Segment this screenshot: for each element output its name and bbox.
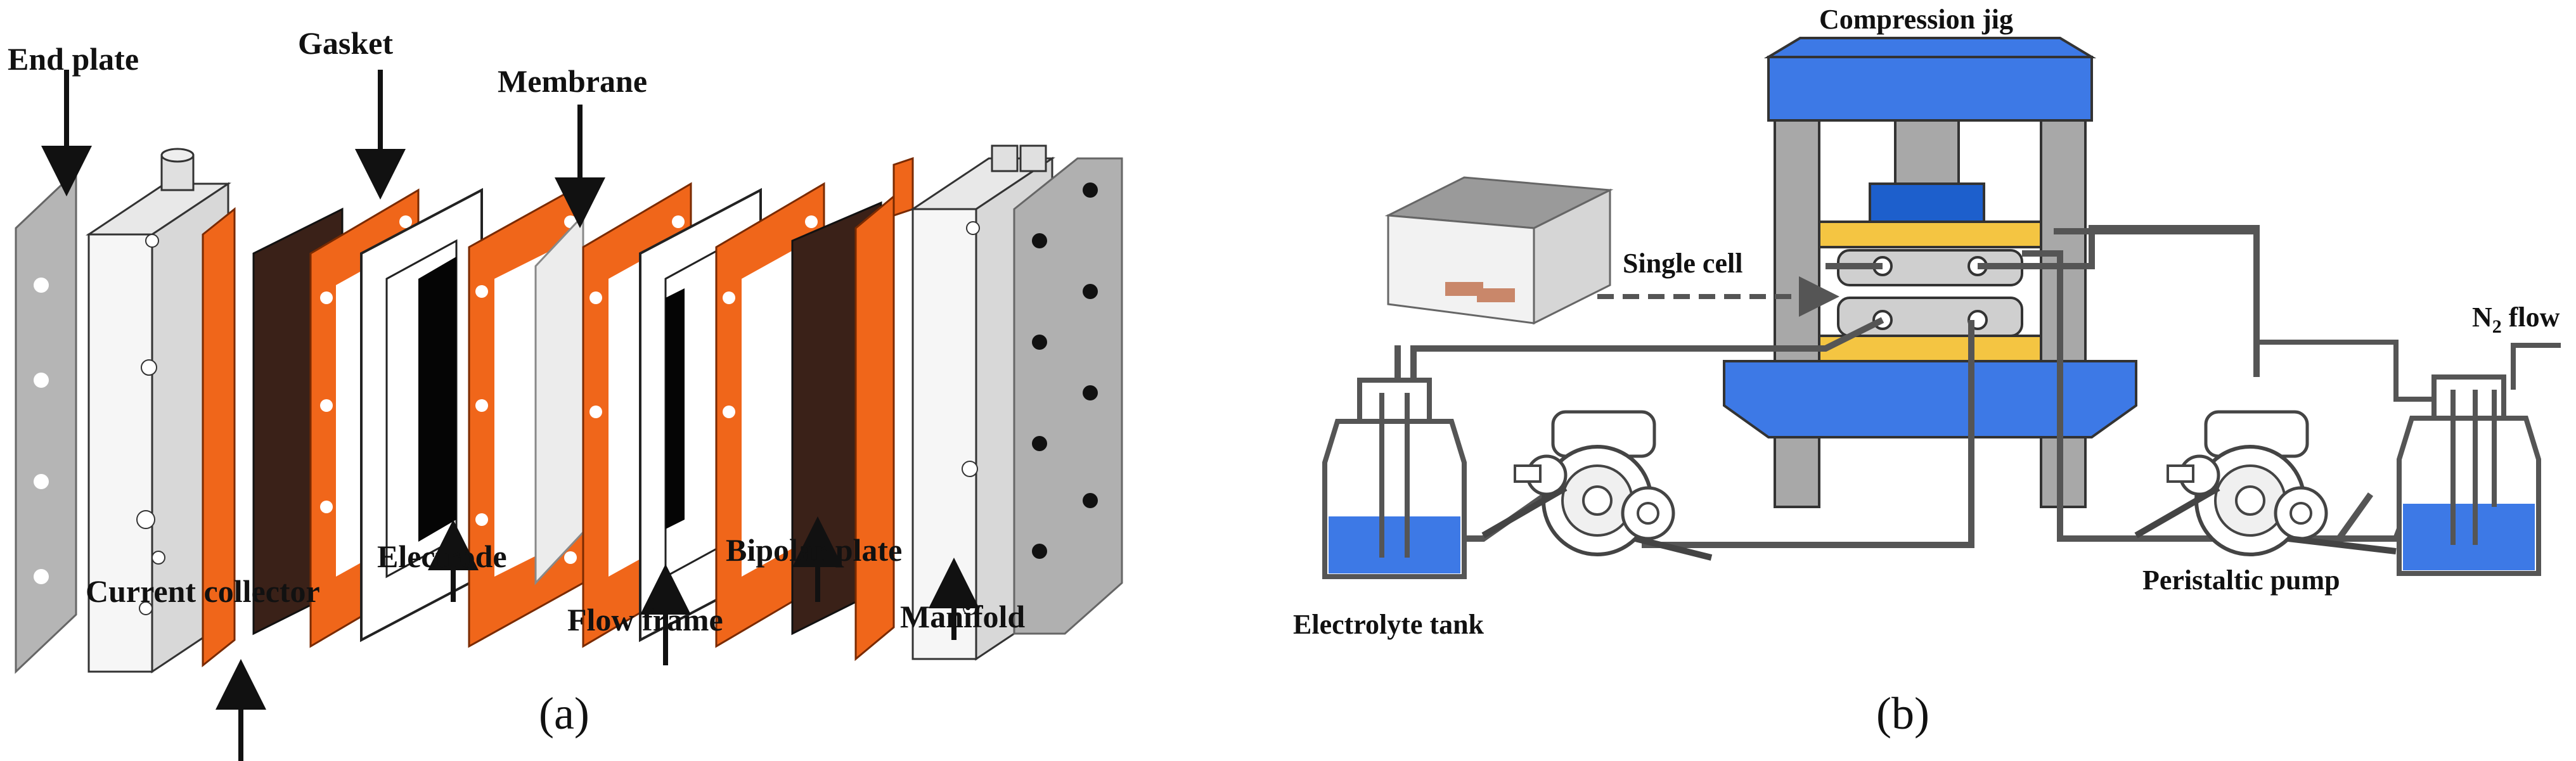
gasket-label: Gasket [298,25,393,61]
panel-b-diagram: Compression jig Single cell N2 flow Elec… [1293,4,2561,739]
end-plate-left-shape [15,169,77,674]
panel-a-diagram: End plate Gasket Membrane Current collec… [8,25,1123,761]
current-collector-label: Current collector [86,573,320,609]
membrane-label: Membrane [498,63,647,99]
n2-flow-label: N2 flow [2472,302,2560,337]
current-collector-left-shape [202,207,236,668]
single-cell-box [1384,176,1614,325]
electrolyte-tank-label: Electrolyte tank [1293,609,1484,640]
end-plate-label: End plate [8,41,139,77]
electrode-right-shape [666,288,685,529]
electrolyte-tank-left [1322,378,1467,579]
compression-jig-label: Compression jig [1819,4,2013,35]
electrode-left-shape [418,257,456,542]
flow-frame-label: Flow frame [567,602,723,637]
electrolyte-tank-right [2257,340,2561,576]
bipolar-plate-label: Bipolar plate [726,532,902,568]
current-collector-right-tab [892,157,914,217]
panel-b-caption: (b) [1876,688,1929,739]
electrode-label: Electrode [377,539,507,574]
manifold-left-shape [86,148,231,674]
peristaltic-pump-left [1481,410,1713,561]
membrane-shape [534,213,584,585]
compression-jig-shape [1723,37,2137,508]
panel-a-caption: (a) [539,688,589,739]
end-plate-right-shape [1013,157,1123,635]
peristaltic-pump-label: Peristaltic pump [2142,565,2340,596]
current-collector-right-shape [854,194,895,662]
peristaltic-pump-right [2134,410,2397,556]
single-cell-label: Single cell [1623,248,1742,279]
manifold-label: Manifold [900,599,1025,634]
